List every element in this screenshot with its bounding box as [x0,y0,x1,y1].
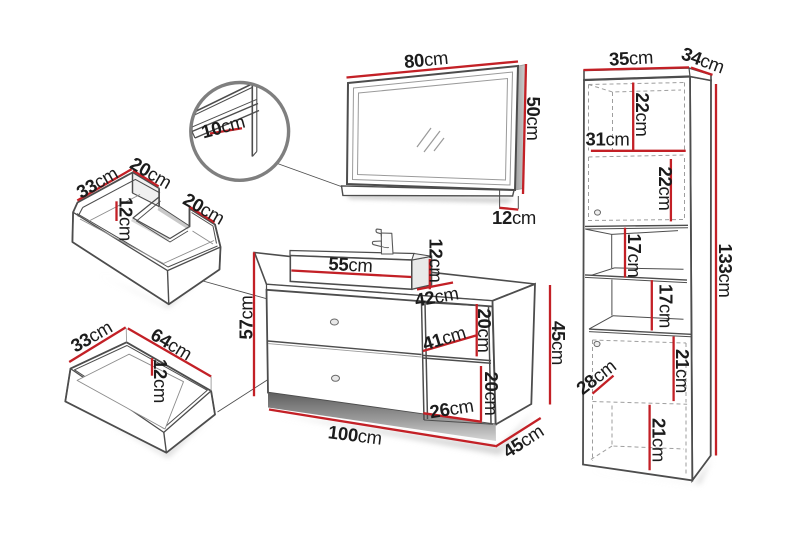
svg-text:12cm: 12cm [492,207,536,228]
svg-text:57cm: 57cm [236,295,257,339]
svg-text:22cm: 22cm [655,166,676,210]
svg-text:12cm: 12cm [150,359,171,403]
svg-text:22cm: 22cm [632,92,653,136]
svg-text:50cm: 50cm [523,96,544,140]
svg-text:17cm: 17cm [656,284,677,328]
svg-text:20cm: 20cm [481,371,502,415]
svg-text:80cm: 80cm [403,47,449,72]
svg-text:45cm: 45cm [548,321,569,365]
svg-text:35cm: 35cm [608,46,653,69]
svg-text:55cm: 55cm [328,253,373,276]
svg-text:42cm: 42cm [413,282,460,310]
svg-text:12cm: 12cm [426,238,447,282]
svg-text:100cm: 100cm [327,421,383,448]
svg-text:17cm: 17cm [624,233,645,277]
svg-text:20cm: 20cm [474,308,495,352]
svg-text:133cm: 133cm [715,243,736,297]
svg-text:21cm: 21cm [672,349,693,393]
svg-text:12cm: 12cm [116,197,137,241]
svg-text:26cm: 26cm [428,395,475,423]
svg-text:21cm: 21cm [649,418,670,462]
svg-text:31cm: 31cm [585,129,629,150]
